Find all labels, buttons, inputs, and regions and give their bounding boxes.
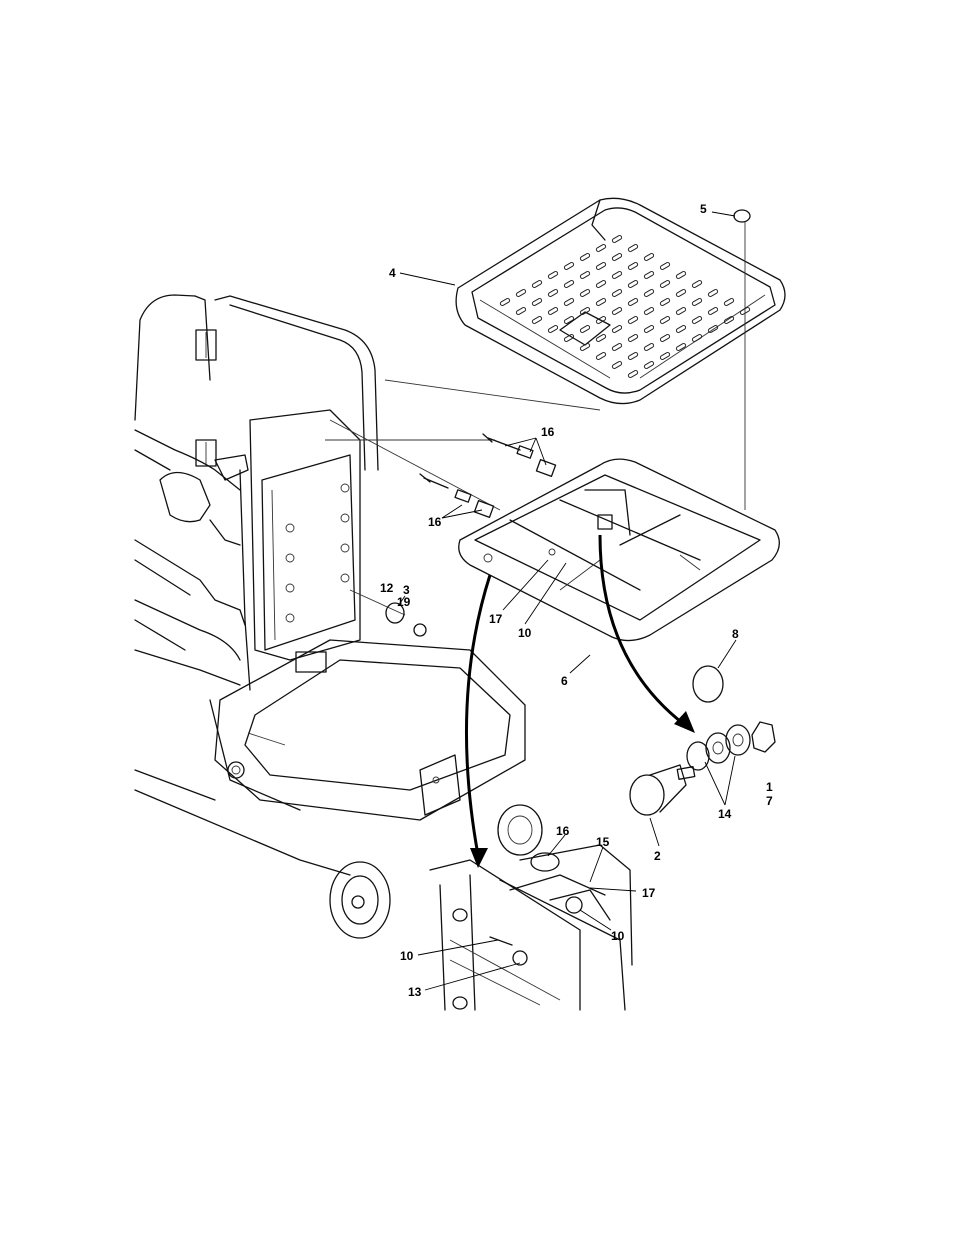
- plate-slot: [596, 244, 607, 252]
- callout-16: 16: [428, 515, 442, 529]
- callout-8: 8: [732, 627, 739, 641]
- platform-frame: [459, 459, 780, 640]
- plate-slot: [564, 280, 575, 288]
- plate-slot: [548, 289, 559, 297]
- plate-slot: [580, 289, 591, 297]
- callout-13: 13: [408, 985, 422, 999]
- callout-19: 19: [397, 595, 411, 609]
- plate-slot: [596, 352, 607, 360]
- plate-slot: [628, 298, 639, 306]
- callout-10: 10: [518, 626, 532, 640]
- callout-2: 2: [654, 849, 661, 863]
- plate-slot: [708, 307, 719, 315]
- callout-4: 4: [389, 266, 396, 280]
- plate-slot: [676, 307, 687, 315]
- plate-slot: [660, 262, 671, 270]
- callout-16: 16: [541, 425, 555, 439]
- plate-slot: [692, 280, 703, 288]
- plate-slot: [692, 334, 703, 342]
- plate-slot: [660, 280, 671, 288]
- plate-slot: [532, 280, 543, 288]
- floor-plate-slots: [500, 235, 751, 378]
- callout-16: 16: [556, 824, 570, 838]
- callout-labels: 5 4 16 16 12 3 19 17 10 6 8 1 7 14 2 16 …: [380, 202, 773, 999]
- plate-slot: [596, 262, 607, 270]
- plate-slot: [724, 316, 735, 324]
- plate-slot: [564, 298, 575, 306]
- plate-slot: [516, 289, 527, 297]
- plate-slot: [644, 325, 655, 333]
- plate-slot: [676, 343, 687, 351]
- plate-slot: [676, 325, 687, 333]
- callout-15: 15: [596, 835, 610, 849]
- plate-slot: [548, 271, 559, 279]
- plate-slot: [532, 298, 543, 306]
- plate-slot: [612, 253, 623, 261]
- callout-5: 5: [700, 202, 707, 216]
- plate-slot: [564, 262, 575, 270]
- plate-slot: [628, 352, 639, 360]
- plate-slot: [580, 343, 591, 351]
- plate-slot: [644, 253, 655, 261]
- plate-slot: [660, 334, 671, 342]
- plate-slot: [596, 280, 607, 288]
- callout-1: 1: [766, 780, 773, 794]
- plate-slot: [644, 307, 655, 315]
- plate-slot: [612, 343, 623, 351]
- machine-chassis: [135, 295, 542, 938]
- plate-slot: [676, 289, 687, 297]
- plate-slot: [548, 325, 559, 333]
- plate-slot: [516, 307, 527, 315]
- plate-slot: [692, 316, 703, 324]
- plate-slot: [596, 298, 607, 306]
- plate-slot: [644, 271, 655, 279]
- plate-slot: [612, 289, 623, 297]
- plate-slot: [580, 253, 591, 261]
- plate-slot: [612, 361, 623, 369]
- plate-slot: [628, 334, 639, 342]
- plate-slot: [612, 325, 623, 333]
- callout-14: 14: [718, 807, 732, 821]
- plate-slot: [644, 361, 655, 369]
- plate-slot: [628, 280, 639, 288]
- callout-10: 10: [400, 949, 414, 963]
- callout-17: 17: [489, 612, 503, 626]
- plate-slot: [708, 289, 719, 297]
- small-parts: [386, 210, 775, 815]
- floor-plate: [456, 198, 785, 403]
- plate-slot: [660, 298, 671, 306]
- callout-12: 12: [380, 581, 394, 595]
- callout-7: 7: [766, 794, 773, 808]
- plate-slot: [612, 235, 623, 243]
- plate-slot: [612, 271, 623, 279]
- plate-slot: [724, 298, 735, 306]
- callout-6: 6: [561, 674, 568, 688]
- detail-inset: [430, 845, 632, 1010]
- callout-17: 17: [642, 886, 656, 900]
- plate-slot: [676, 271, 687, 279]
- plate-slot: [660, 316, 671, 324]
- plate-slot: [548, 307, 559, 315]
- plate-slot: [628, 244, 639, 252]
- arrowhead-icon: [470, 848, 488, 868]
- plate-slot: [628, 262, 639, 270]
- plate-slot: [628, 316, 639, 324]
- callout-10: 10: [611, 929, 625, 943]
- plate-slot: [692, 298, 703, 306]
- arrowhead-icon: [674, 711, 695, 733]
- plate-slot: [612, 307, 623, 315]
- plate-slot: [532, 316, 543, 324]
- plate-slot: [580, 325, 591, 333]
- plate-slot: [580, 271, 591, 279]
- plate-slot: [500, 298, 511, 306]
- plate-slot: [628, 370, 639, 378]
- plate-slot: [644, 289, 655, 297]
- plate-slot: [644, 343, 655, 351]
